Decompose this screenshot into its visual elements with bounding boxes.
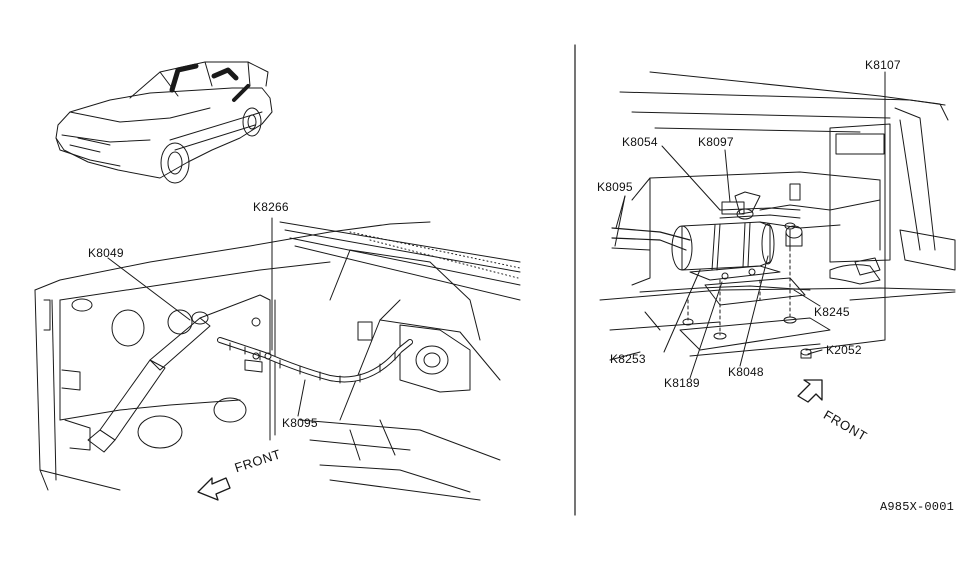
callout-k8245: K8245: [814, 305, 850, 319]
callout-k8107: K8107: [865, 58, 901, 72]
callout-k8253: K8253: [610, 352, 646, 366]
callout-k8266: K8266: [253, 200, 289, 214]
callout-k8048: K8048: [728, 365, 764, 379]
car-thumbnail: [55, 61, 273, 184]
callout-k8189: K8189: [664, 376, 700, 390]
right-panel-artwork: [599, 71, 956, 403]
callout-k8049: K8049: [88, 246, 124, 260]
reference-code: A985X-0001: [880, 500, 955, 514]
callout-k8097: K8097: [698, 135, 734, 149]
callout-k2052: K2052: [826, 343, 862, 357]
callout-k8095-left: K8095: [282, 416, 318, 430]
left-panel-artwork: [34, 217, 521, 501]
callout-k8095-right: K8095: [597, 180, 633, 194]
callout-k8054: K8054: [622, 135, 658, 149]
